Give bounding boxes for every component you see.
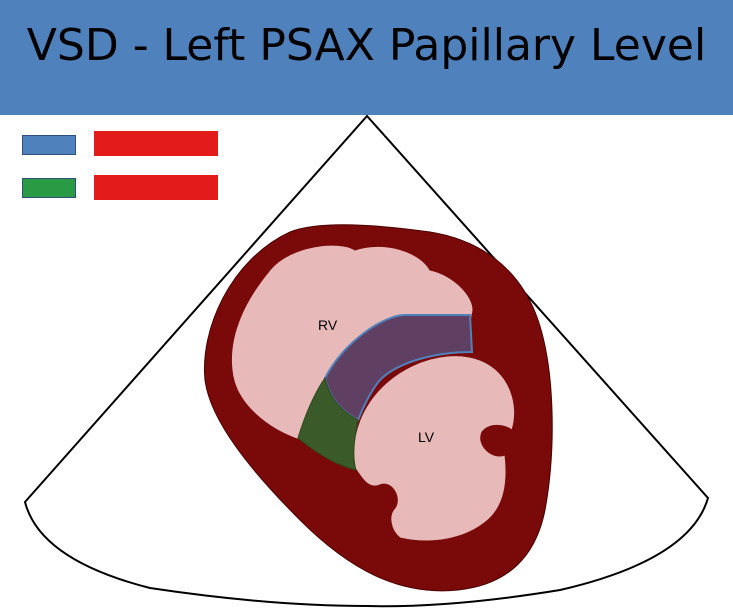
legend-bar-red-1	[94, 131, 218, 156]
lv-label: LV	[418, 429, 435, 445]
legend-swatch-blue	[22, 135, 76, 155]
page-title: VSD - Left PSAX Papillary Level	[26, 20, 707, 71]
left-ventricle	[353, 355, 516, 542]
legend-swatch-green	[22, 178, 76, 198]
rv-label: RV	[318, 317, 338, 333]
title-bar	[0, 0, 733, 115]
septal-defect-region-green	[297, 376, 359, 471]
legend-bar-red-2	[94, 175, 218, 200]
